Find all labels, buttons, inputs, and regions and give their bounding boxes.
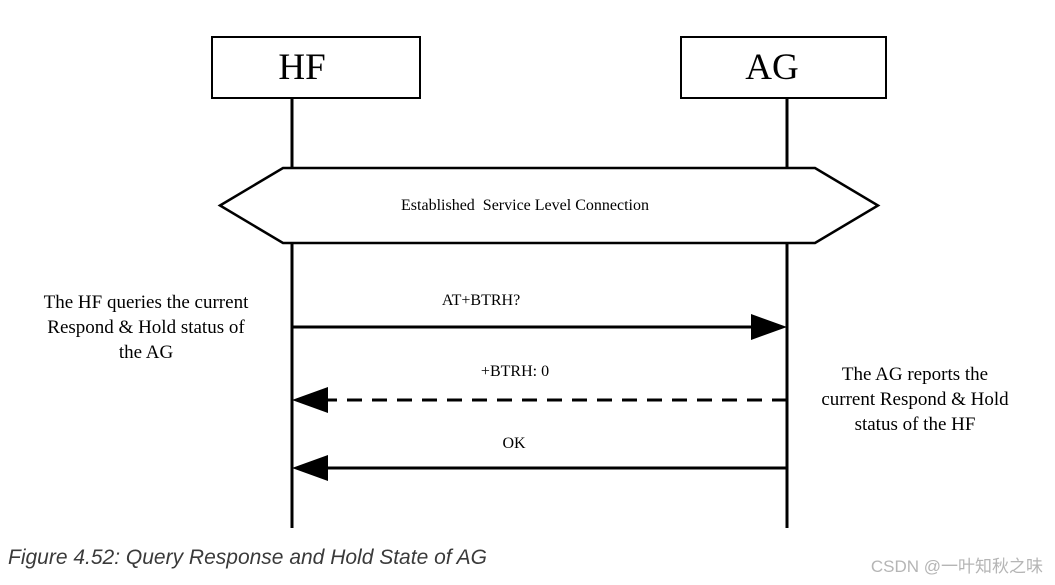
arrowhead-left	[292, 387, 328, 413]
figure-caption: Figure 4.52: Query Response and Hold Sta…	[8, 546, 487, 569]
arrowhead-right	[751, 314, 787, 340]
message-label-ok: OK	[502, 435, 526, 452]
annotation-right: The AG reports the current Respond & Hol…	[821, 364, 1009, 435]
service-level-connection-label: Established Service Level Connection	[401, 197, 649, 214]
slc-hexagon	[217, 166, 881, 245]
actor-label-ag: AG	[745, 47, 799, 88]
arrowhead-left	[292, 455, 328, 481]
message-label-at-btrh: AT+BTRH?	[441, 292, 521, 309]
actor-box-hf	[211, 36, 421, 99]
actor-label-hf: HF	[278, 47, 326, 88]
message-label-btrh-0: +BTRH: 0	[480, 363, 550, 380]
annotation-left: The HF queries the current Respond & Hol…	[43, 292, 249, 363]
actor-box-ag	[680, 36, 887, 99]
csdn-watermark: CSDN @一叶知秋之味	[870, 557, 1043, 576]
